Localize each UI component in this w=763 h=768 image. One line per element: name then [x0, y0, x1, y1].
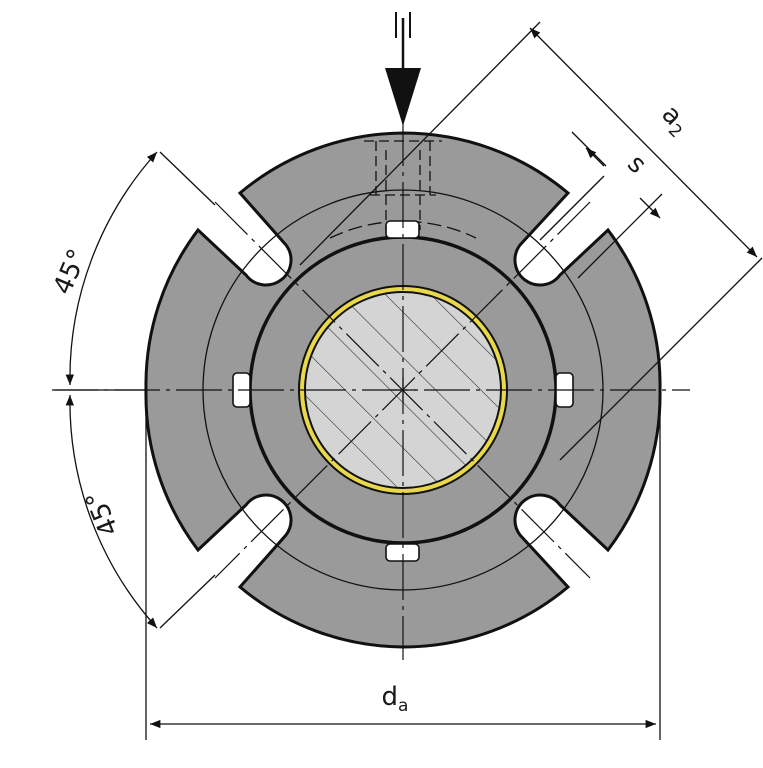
dim-da: [145, 395, 661, 740]
dim-s: [539, 131, 663, 279]
angle-bottom-label: 45°: [80, 486, 125, 540]
dim-da-label: da: [382, 682, 409, 716]
top-bore: [364, 140, 442, 230]
dim-s-label: s: [621, 149, 652, 180]
angle-dimensions: [55, 151, 216, 629]
dim-a2: [299, 21, 763, 461]
angle-top-label: 45°: [48, 245, 94, 299]
pitch-circle-dashed: [329, 220, 477, 239]
center-lines: [52, 120, 690, 660]
dim-a2-label: a2: [653, 99, 696, 142]
force-arrow: [385, 12, 421, 126]
